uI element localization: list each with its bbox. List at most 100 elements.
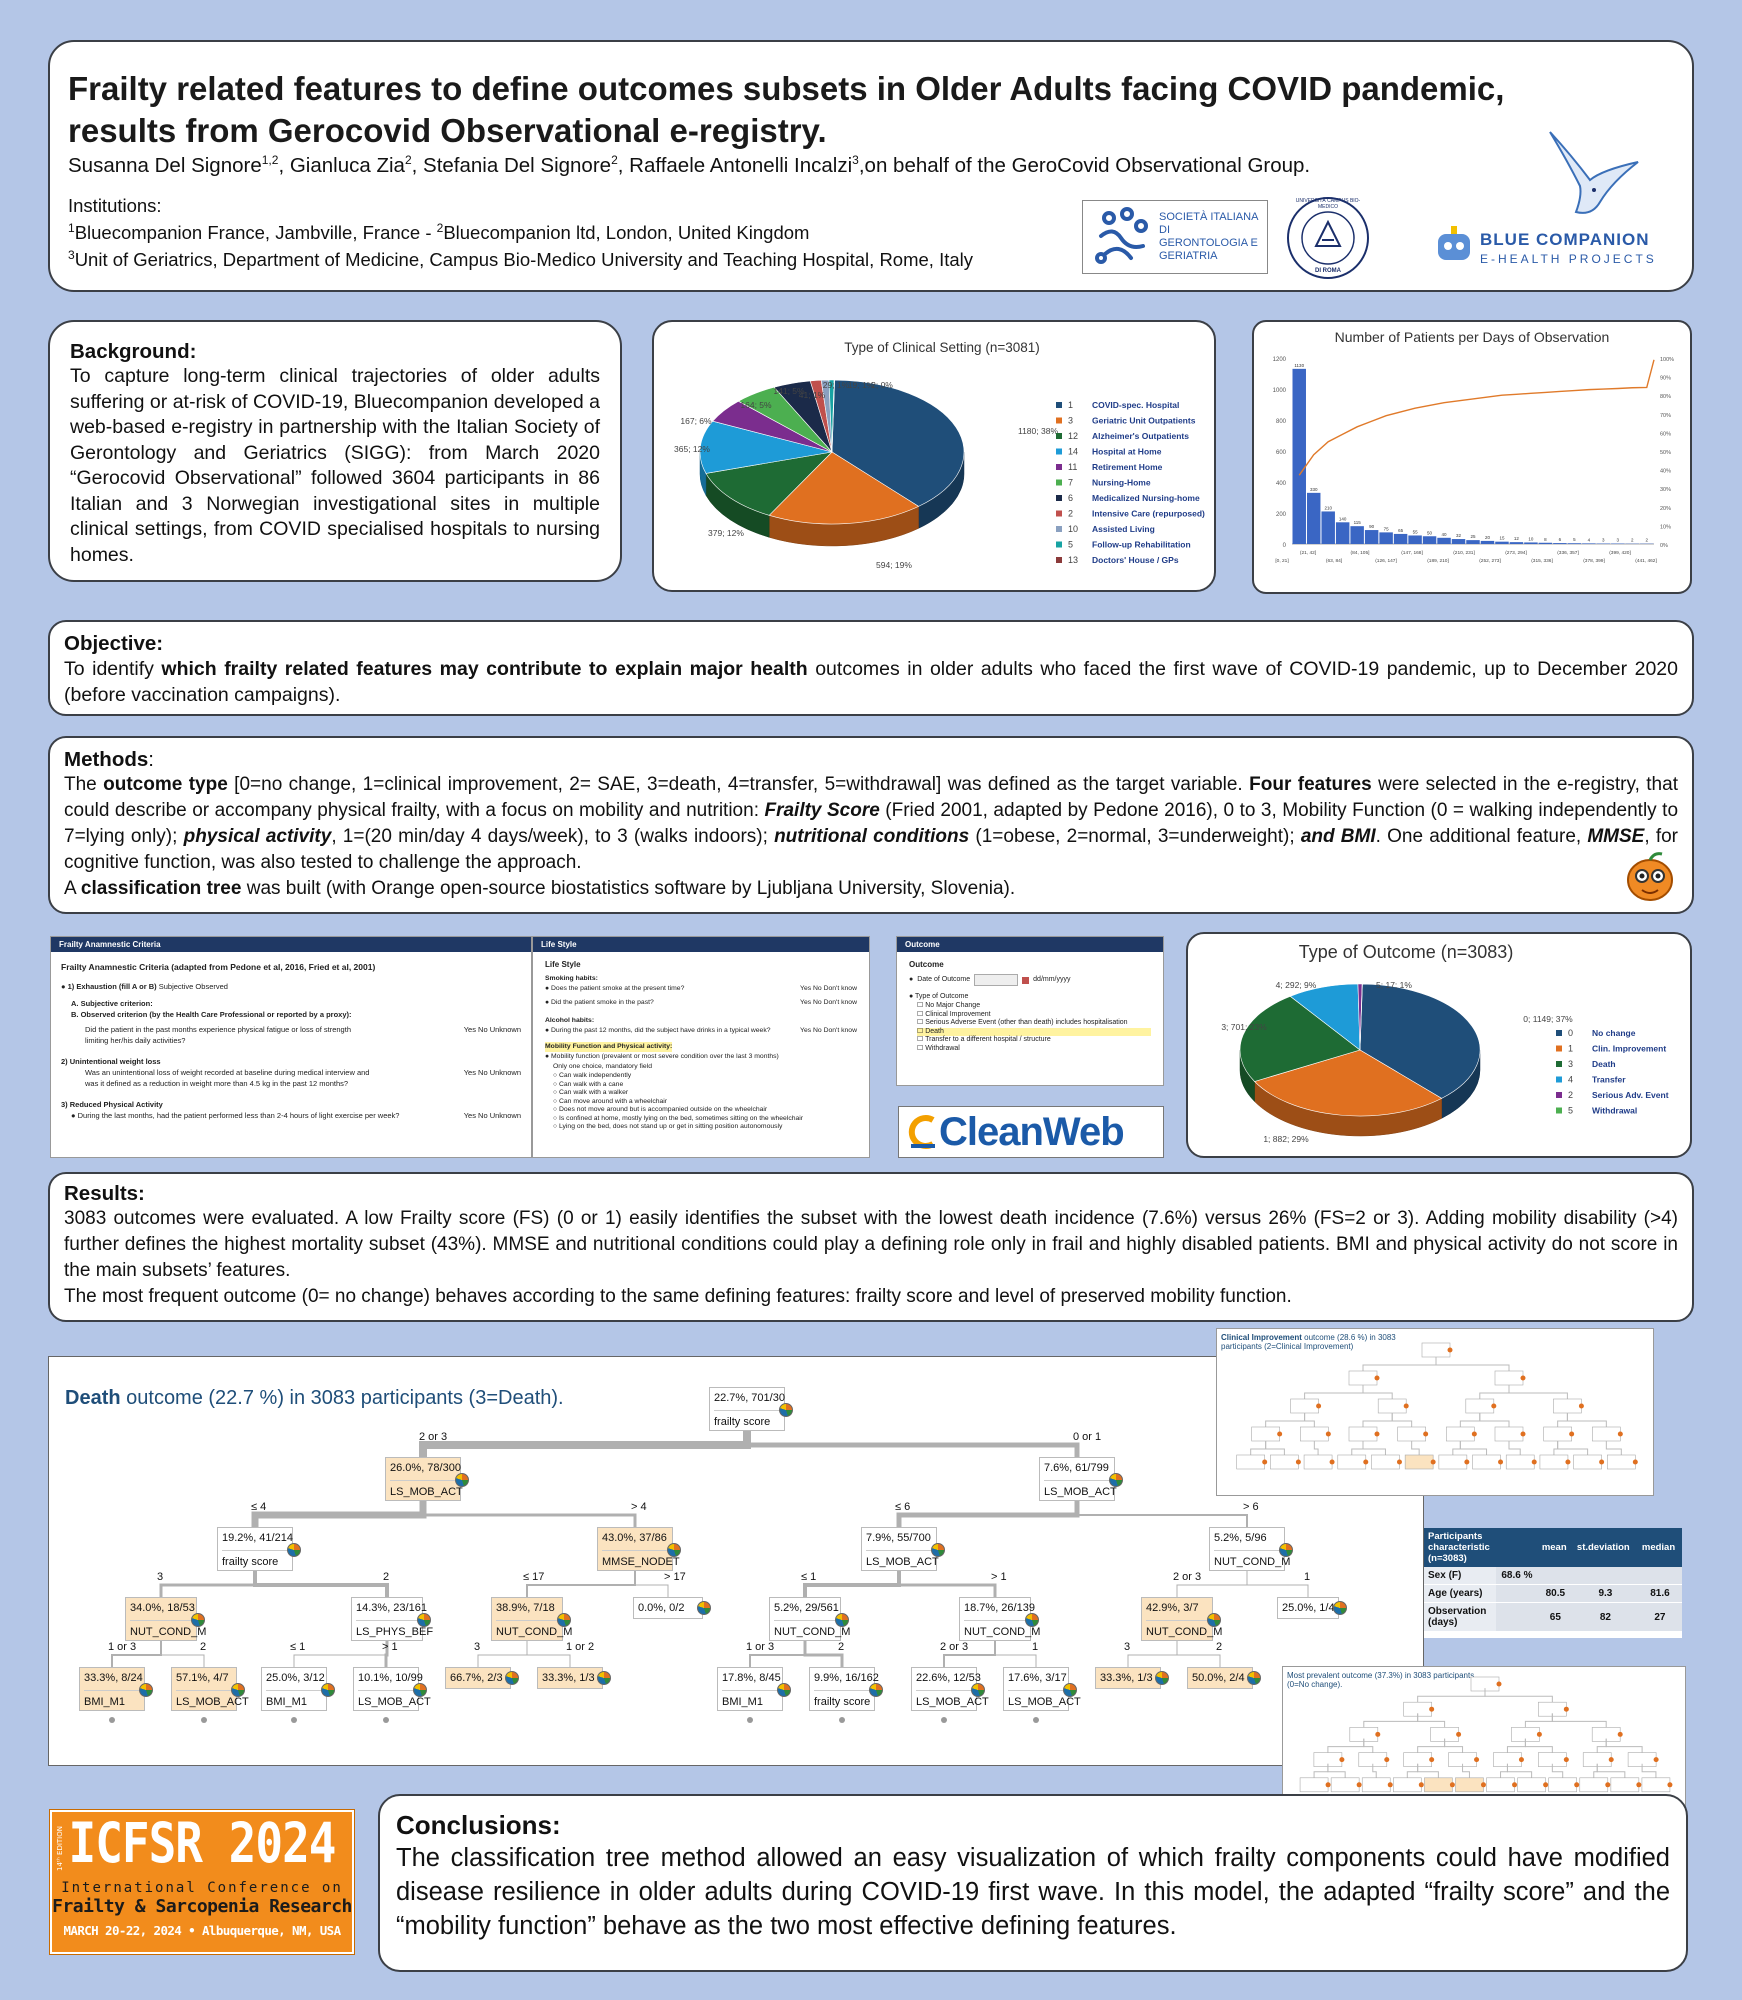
tree-edge [1076, 1501, 1248, 1527]
smoking-label: Smoking habits: [545, 975, 598, 982]
mini-tree-edge [1372, 1763, 1377, 1778]
outcome-option[interactable]: ☐ Transfer to a different hospital / str… [917, 1036, 1051, 1043]
legend-code: 0 [1568, 1028, 1573, 1038]
outcome-option[interactable]: ☐ Serious Adverse Event (other than deat… [917, 1019, 1128, 1026]
mobility-option[interactable]: ○ Lying on the bed, does not stand up or… [553, 1123, 783, 1130]
tree-node-feature: NUT_COND_M [1214, 1550, 1290, 1569]
bar-label: 15 [1499, 536, 1505, 541]
outcome-distribution-icon [413, 1683, 427, 1697]
smoke-present-question[interactable]: ● Does the patient smoke at the present … [545, 985, 857, 992]
tree-node-feature: LS_MOB_ACT [176, 1690, 249, 1709]
bar [1306, 492, 1321, 544]
tree-node-value: 17.8%, 8/45 [722, 1672, 781, 1684]
tree-node[interactable]: 66.7%, 2/3 [445, 1667, 511, 1689]
leaf-handle-icon [941, 1717, 947, 1723]
mobility-option[interactable]: ○ Can move around with a wheelchair [553, 1097, 668, 1105]
mobility-option[interactable]: ○ Can walk with a cane [553, 1080, 624, 1088]
mini-tree-dot [1563, 1706, 1569, 1712]
outcome-option[interactable]: ☐ No Major Change [917, 1002, 981, 1009]
bar [1364, 530, 1379, 544]
mini-tree-node [1337, 1454, 1367, 1470]
mini-tree-dot [1471, 1431, 1477, 1437]
pie-data-label: 1; 882; 29% [1263, 1134, 1309, 1144]
alcohol-question[interactable]: ● During the past 12 months, did the sub… [545, 1027, 857, 1034]
tree-node[interactable]: 25.0%, 1/4 [1277, 1597, 1339, 1619]
mobility-option[interactable]: ○ Does not move around but is accompanie… [553, 1106, 768, 1113]
mini-tree-dot [1374, 1375, 1380, 1381]
tree-node-value: 18.7%, 26/139 [964, 1602, 1035, 1614]
smoke-past-question[interactable]: ● Did the patient smoke in the past?Yes … [545, 999, 857, 1006]
tree-node[interactable]: 0.0%, 0/2 [633, 1597, 703, 1619]
mobility-option[interactable]: ○ Is confined at home, mostly lying on t… [553, 1114, 804, 1122]
tree-node-value: 5.2%, 5/96 [1214, 1532, 1267, 1544]
tree-node[interactable]: 33.3%, 1/3 [537, 1667, 603, 1689]
bar-label: 65 [1398, 528, 1404, 533]
mini-tree-node [1290, 1398, 1319, 1414]
exhaustion-question[interactable]: ● 1) Exhaustion (fill A or B) Subjective… [61, 982, 228, 991]
tree-node-feature: frailty score [814, 1690, 870, 1709]
mobility-option[interactable]: ○ Can walk independently [553, 1072, 632, 1079]
outcome-distribution-icon [287, 1543, 301, 1557]
bar-label: 8 [1544, 537, 1547, 542]
mini-tree-edge [1551, 1713, 1607, 1728]
mini-tree-edge [1459, 1441, 1488, 1455]
mini-tree-edge [1506, 1763, 1533, 1778]
weight-loss-question[interactable]: Was an unintentional loss of weight reco… [85, 1068, 521, 1088]
legend-swatch [1056, 417, 1062, 424]
background-text: To capture long-term clinical trajectori… [70, 365, 600, 566]
legend-label: Doctors' House / GPs [1092, 555, 1179, 565]
tree-node-value: 50.0%, 2/4 [1192, 1672, 1245, 1684]
legend-code: 3 [1568, 1059, 1573, 1069]
mobility-option[interactable]: ○ Can walk with a walker [553, 1089, 629, 1096]
outcome-option[interactable]: ☐ Withdrawal [917, 1044, 960, 1052]
mini-tree-node [1517, 1777, 1546, 1793]
physical-activity-question[interactable]: ● During the last months, had the patien… [71, 1111, 521, 1120]
legend-swatch [1056, 541, 1062, 548]
tree-edge [896, 1501, 1080, 1527]
outcome-type-label: ● Type of Outcome [909, 993, 969, 1000]
outcome-date-row[interactable]: ● Date of Outcome dd/mm/yyyy [909, 974, 1151, 986]
cumulative-line [1298, 359, 1655, 476]
mini-tree-dot [1498, 1459, 1504, 1465]
results-heading: Results: [64, 1182, 145, 1205]
tree-edge-label: 1 [1304, 1571, 1311, 1583]
pie-slice-14 [699, 420, 833, 474]
outcome-option[interactable]: ☐ Clinical Improvement [917, 1010, 991, 1018]
bar-label: 210 [1324, 505, 1332, 510]
outcome-date-input[interactable] [974, 974, 1019, 986]
legend-label: Follow-up Rehabilitation [1092, 540, 1191, 550]
tree-node-value: 25.0%, 3/12 [266, 1672, 325, 1684]
outcome-option[interactable]: ☐ Death [917, 1027, 1151, 1036]
mini-tree-edge [1605, 1441, 1622, 1455]
tree-edge [994, 1641, 1037, 1667]
tree-node[interactable]: 33.3%, 1/3 [1095, 1667, 1161, 1689]
tree-node-feature: NUT_COND_M [496, 1620, 572, 1639]
fatigue-question[interactable]: Did the patient in the past months exper… [85, 1025, 521, 1045]
mini-tree-dot [1518, 1757, 1524, 1763]
calendar-icon[interactable] [1022, 976, 1030, 984]
outcome-distribution-icon [1207, 1613, 1221, 1627]
tree-node[interactable]: 50.0%, 2/4 [1187, 1667, 1253, 1689]
outcome-distribution-icon [667, 1543, 681, 1557]
